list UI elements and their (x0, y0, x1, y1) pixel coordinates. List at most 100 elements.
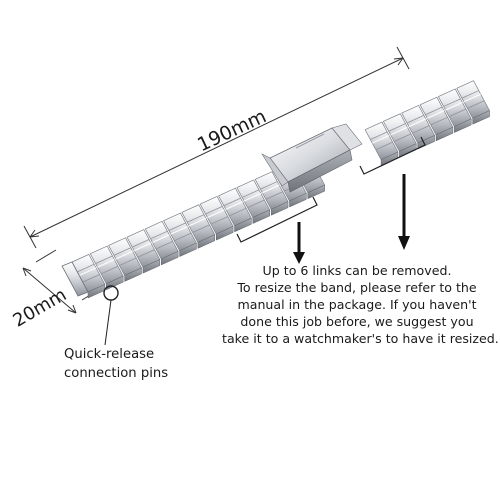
link-side (252, 209, 270, 224)
link-division (174, 232, 192, 242)
link-division (443, 98, 461, 107)
link-division (412, 125, 430, 134)
pins-label-line-1: Quick-release (64, 347, 155, 362)
band-link (401, 105, 436, 150)
link-side (124, 267, 142, 282)
link-division (247, 199, 265, 209)
band-link (456, 80, 491, 125)
note-line: Up to 6 links can be removed. (262, 263, 452, 278)
link-division (155, 241, 174, 250)
link-division (223, 197, 241, 207)
clasp-hinge-right (331, 123, 363, 151)
length-dimension-line (29, 57, 404, 238)
clasp-crease (295, 133, 325, 149)
link-side (215, 226, 234, 241)
links-removal-note: Up to 6 links can be removed. To resize … (222, 262, 499, 347)
link-division (100, 265, 119, 275)
link-division (467, 100, 485, 109)
link-side (197, 234, 216, 249)
link-highlight (243, 192, 262, 202)
band-link (218, 187, 252, 233)
link-side (142, 259, 161, 274)
link-division (168, 222, 186, 231)
link-division (113, 247, 131, 256)
link-highlight (262, 184, 280, 194)
length-dimension (23, 46, 410, 249)
quick-release-pin-marker (103, 285, 119, 301)
arrow-left-head (293, 252, 305, 264)
link-division (375, 141, 393, 151)
link-division (205, 206, 223, 215)
link-highlight (426, 110, 445, 119)
link-division (95, 255, 113, 264)
link-highlight (115, 250, 133, 260)
link-highlight (408, 118, 427, 128)
note-line: take it to a watchmaker's to have it res… (222, 331, 499, 346)
note-line: To resize the band, please refer to the (237, 280, 477, 295)
link-highlight (372, 134, 390, 144)
band-link (364, 121, 399, 167)
link-division (187, 214, 205, 223)
arrow-right-head (398, 236, 410, 250)
link-side (234, 217, 252, 233)
clasp-hinge-left (261, 153, 289, 187)
link-highlight (78, 267, 97, 277)
band-link (236, 179, 271, 224)
link-division (150, 230, 168, 240)
length-tick-left (23, 225, 37, 249)
width-dimension-line (22, 267, 77, 314)
link-highlight (225, 201, 243, 210)
link-division (430, 116, 448, 126)
link-division (260, 181, 278, 190)
link-side (307, 184, 325, 200)
link-division (192, 224, 210, 233)
link-side (179, 242, 197, 258)
width-arrow-bottom (67, 304, 77, 314)
link-side (270, 201, 289, 216)
link-division (132, 239, 150, 248)
length-tick-right (396, 46, 410, 70)
link-highlight (390, 126, 408, 136)
link-division (388, 123, 406, 132)
link-side (417, 135, 435, 150)
band-link (419, 96, 454, 142)
band-end-piece (61, 261, 89, 297)
butterfly-clasp (261, 123, 363, 193)
link-highlight (97, 259, 115, 268)
pins-label-line-2: connection pins (64, 366, 169, 381)
link-division (77, 263, 95, 273)
link-division (210, 216, 228, 225)
link-highlight (463, 93, 481, 103)
removable-links-bracket-left (236, 196, 318, 243)
link-division (448, 108, 467, 118)
link-highlight (133, 242, 152, 252)
link-division (370, 131, 388, 140)
watch-band (61, 80, 491, 299)
link-division (119, 257, 137, 266)
link-highlight (188, 217, 207, 227)
band-link (163, 212, 197, 258)
link-highlight (207, 209, 225, 219)
link-division (461, 90, 479, 99)
link-division (229, 207, 247, 217)
band-link (199, 196, 234, 241)
link-division (241, 189, 260, 198)
band-link (437, 88, 472, 133)
band-link (126, 229, 161, 274)
link-division (82, 274, 100, 283)
band-link (254, 171, 289, 216)
link-division (137, 249, 155, 258)
band-link (181, 204, 216, 249)
pins-leader-line (104, 299, 112, 346)
link-highlight (170, 225, 188, 235)
band-link (144, 220, 179, 266)
link-division (393, 133, 412, 142)
link-highlight (152, 234, 170, 243)
length-arrow-left (29, 229, 40, 238)
link-division (406, 115, 425, 124)
length-arrow-right (393, 57, 404, 66)
link-division (425, 106, 443, 116)
link-highlight (445, 101, 463, 111)
width-tick-top (35, 249, 57, 263)
